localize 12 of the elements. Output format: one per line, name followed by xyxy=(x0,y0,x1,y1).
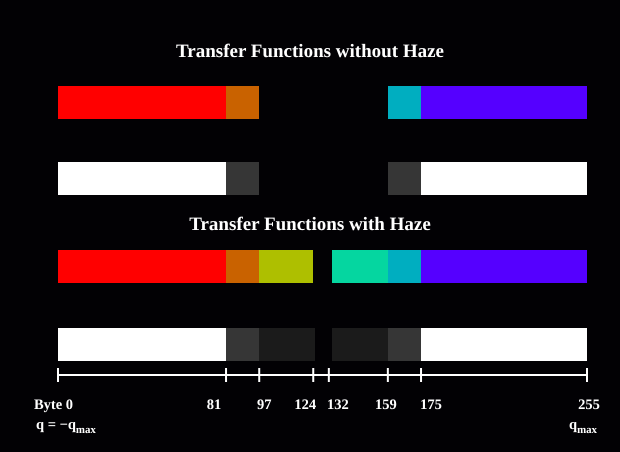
tick-label: 81 xyxy=(206,398,222,412)
axis-label: q$_{max}$ xyxy=(569,418,597,436)
tick-label: 132 xyxy=(326,398,349,412)
tick-label: 97 xyxy=(256,398,272,412)
tick-label: 175 xyxy=(420,398,442,412)
tick-label: 255 xyxy=(578,398,600,412)
tick-label: 124 xyxy=(294,398,316,412)
axis-label: q = −q$_{max}$ xyxy=(36,418,96,436)
heading: Transfer Functions with Haze xyxy=(188,214,432,236)
heading: Transfer Functions without Haze xyxy=(175,41,445,63)
tick-label: Byte 0 xyxy=(34,398,74,412)
tick-label: 159 xyxy=(374,398,397,412)
